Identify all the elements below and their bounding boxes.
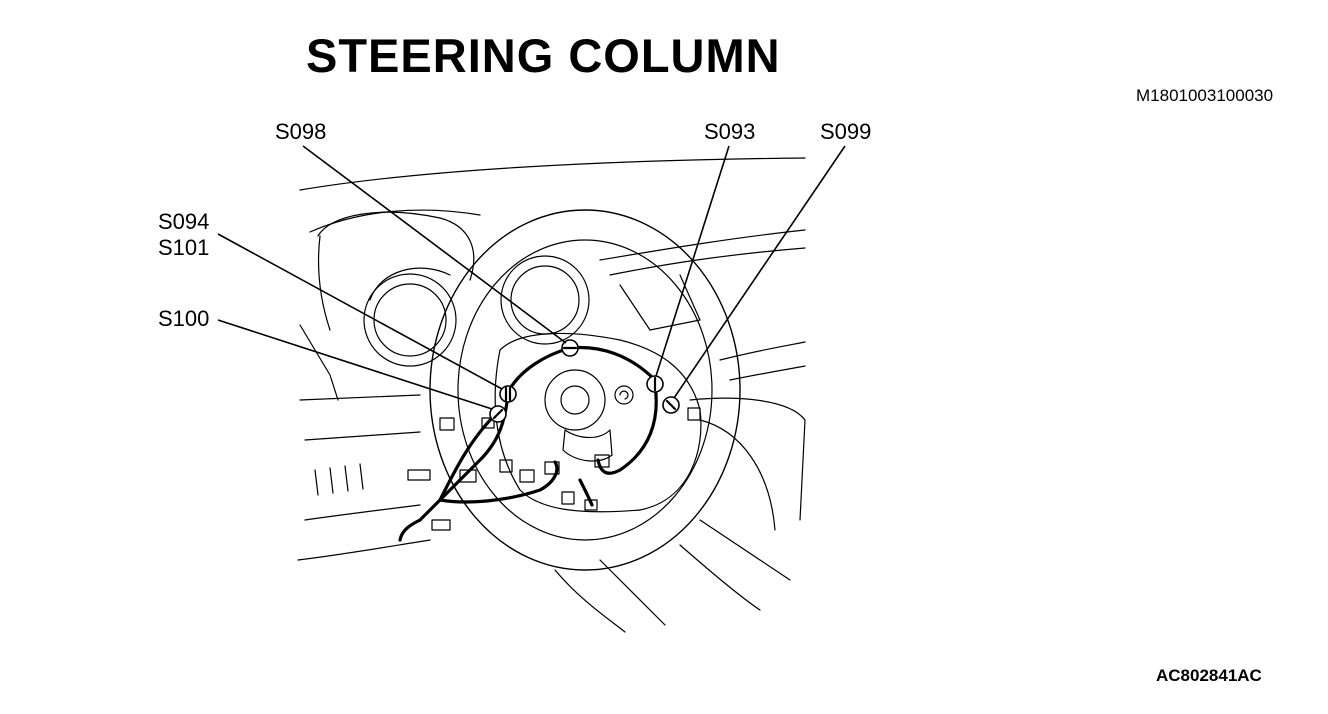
- instrument-cluster: [317, 211, 475, 281]
- label-s101: S101: [158, 235, 210, 260]
- leader-s094-s101: [217, 233, 503, 390]
- page-title: STEERING COLUMN: [306, 29, 781, 82]
- connector: [439, 417, 455, 431]
- label-s093: S093: [704, 119, 756, 144]
- label-s098: S098: [275, 119, 327, 144]
- gauge-left: [363, 273, 457, 367]
- document-id: M1801003100030: [1136, 86, 1274, 105]
- connector: [499, 459, 513, 473]
- connector: [481, 417, 495, 429]
- right-dash: [599, 229, 806, 261]
- splice-s094-s101-marker: [499, 385, 517, 403]
- connector: [687, 407, 701, 421]
- leader-s099: [673, 145, 846, 399]
- steering-wheel-rim: [429, 209, 741, 571]
- label-s100: S100: [158, 306, 210, 331]
- connector: [544, 461, 560, 475]
- connector: [561, 491, 575, 505]
- left-panel: [299, 394, 421, 401]
- label-s094: S094: [158, 209, 210, 234]
- leader-s093: [655, 145, 730, 377]
- leader-s098: [302, 145, 567, 344]
- figure-id: AC802841AC: [1156, 666, 1262, 685]
- gauge-right: [500, 255, 590, 345]
- connector-c: [614, 385, 634, 405]
- label-s099: S099: [820, 119, 872, 144]
- column-shaft: [544, 369, 606, 431]
- leader-s100: [217, 319, 493, 410]
- dashboard-outline: [299, 157, 806, 191]
- steering-hub: [499, 332, 702, 511]
- connector: [519, 469, 535, 483]
- leader-lines: [217, 145, 846, 410]
- connector: [431, 519, 451, 531]
- connector: [407, 469, 431, 481]
